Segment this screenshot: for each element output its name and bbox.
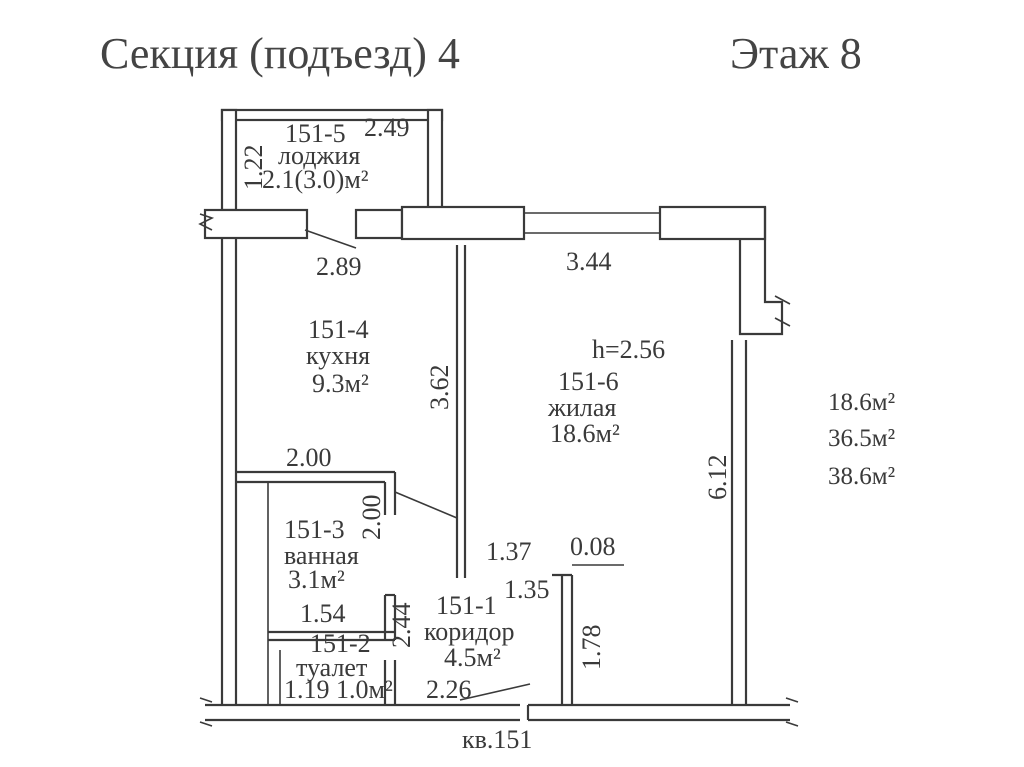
section-title: Секция (подъезд) 4 [100, 29, 460, 78]
leader-lines [304, 229, 531, 701]
dim-loggia-width: 2.49 [364, 113, 410, 142]
toilet-area: 1.0м² [336, 675, 393, 704]
dim-toilet-depth: 1.54 [300, 599, 346, 628]
bathroom-area: 3.1м² [288, 565, 345, 594]
bathroom-id: 151-3 [284, 515, 345, 544]
top-exterior-walls [198, 205, 791, 336]
dim-corridor-a: 1.37 [486, 537, 532, 566]
right-exterior-wall [730, 340, 748, 705]
dim-bath-depth: 2.00 [357, 495, 386, 541]
dim-corridor-d: 1.78 [577, 625, 606, 671]
left-exterior-wall [220, 238, 238, 705]
living-name: жилая [547, 393, 616, 422]
corridor-walls [552, 564, 624, 705]
corridor-name: коридор [424, 617, 514, 646]
dim-toilet-width: 1.19 [284, 675, 330, 704]
kitchen-area: 9.3м² [312, 369, 369, 398]
bathroom-name: ванная [284, 541, 359, 570]
kitchen-id: 151-4 [308, 315, 369, 344]
loggia-area: 2.1(3.0)м² [262, 165, 369, 194]
dim-corridor-e: 2.44 [387, 603, 416, 649]
dim-bath-width: 2.00 [286, 443, 332, 472]
corridor-id: 151-1 [436, 591, 497, 620]
dim-corridor-c: 1.35 [504, 575, 550, 604]
dim-corridor-f: 2.26 [426, 675, 472, 704]
loggia-id: 151-5 [285, 119, 346, 148]
bottom-wall [199, 697, 799, 727]
dim-loggia-depth: 1.22 [239, 145, 268, 191]
floor-title: Этаж 8 [730, 29, 862, 78]
kitchen-name: кухня [306, 341, 370, 370]
loggia-name: лоджия [278, 141, 360, 170]
corridor-area: 4.5м² [444, 643, 501, 672]
dim-corridor-b: 0.08 [570, 532, 616, 561]
dim-living-depth: 6.12 [703, 455, 732, 501]
total-overall-area: 38.6м² [828, 463, 895, 490]
dim-kitchen-depth: 3.62 [425, 365, 454, 411]
toilet-name: туалет [296, 653, 367, 682]
bathroom-walls [236, 470, 397, 705]
dim-living-width: 3.44 [566, 247, 612, 276]
dim-kitchen-width: 2.89 [316, 252, 362, 281]
total-useful-area: 36.5м² [828, 425, 895, 452]
living-id: 151-6 [558, 367, 619, 396]
toilet-id: 151-2 [310, 629, 371, 658]
ceiling-height: h=2.56 [592, 335, 665, 364]
total-living-area: 18.6м² [828, 389, 895, 416]
kitchen-living-partition [455, 245, 467, 578]
apartment-label: кв.151 [462, 725, 532, 754]
living-area: 18.6м² [550, 419, 620, 448]
